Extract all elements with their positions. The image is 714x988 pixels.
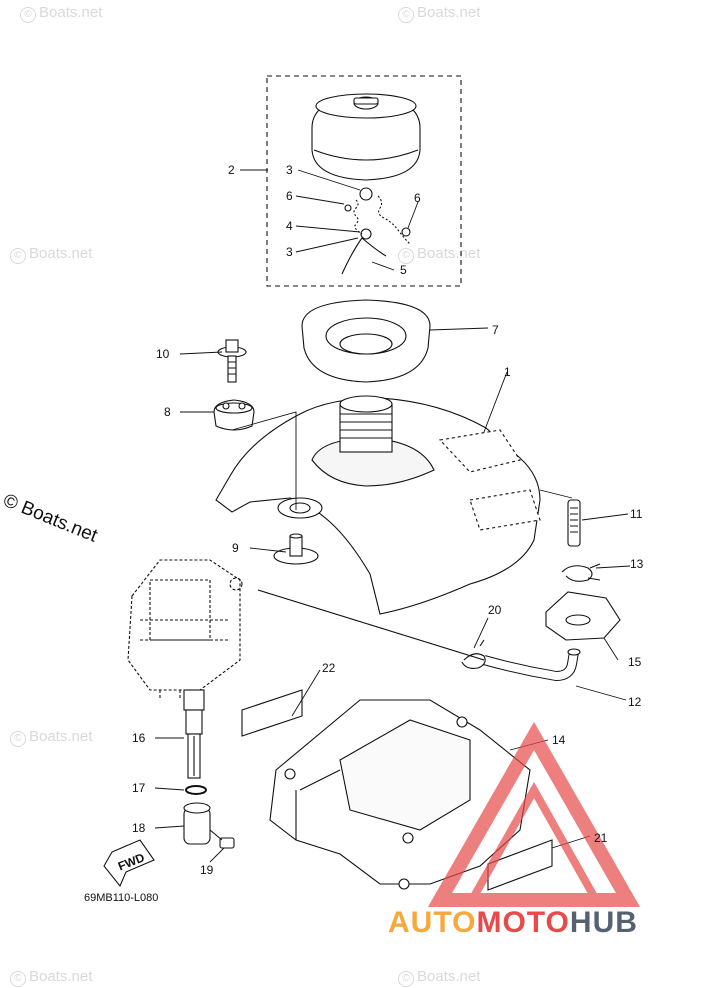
watermark: ©Boats.net [398,245,480,264]
callout-9: 9 [232,541,239,555]
callout-1: 1 [504,365,511,379]
fwd-arrow [103,839,155,888]
label-21 [487,839,553,891]
fuel-line [257,589,485,661]
callout-22: 22 [322,661,336,675]
callout-3b: 3 [286,245,293,259]
callout-5: 5 [400,263,407,277]
filter-bracket [545,591,621,641]
callout-2: 2 [228,163,235,177]
callout-20: 20 [488,603,502,617]
leader-lines [154,169,631,863]
vent-grommet [213,399,255,431]
callout-8: 8 [164,405,171,419]
watermark: ©Boats.net [10,968,92,987]
part-code: 69MB110-L080 [84,892,159,904]
callout-7: 7 [492,323,499,337]
callout-10: 10 [156,347,170,361]
watermark: ©Boats.net [398,4,480,23]
hose-clip-20 [461,639,486,669]
fuel-filter [567,499,581,547]
brand-logo-text: AUTOMOTOHUB [388,906,638,939]
callout-12: 12 [628,695,642,709]
callout-21: 21 [594,831,608,845]
screw-part [209,829,235,849]
callout-6b: 6 [414,191,421,205]
brand-triangle-logo [427,721,641,907]
fuel-tank [215,395,541,615]
choke-rod [183,689,205,779]
watermark: ©Boats.net [10,728,92,747]
callout-17: 17 [132,781,146,795]
bolt-part [217,339,247,383]
callout-6a: 6 [286,189,293,203]
callout-4: 4 [286,219,293,233]
callout-13: 13 [630,557,644,571]
callout-18: 18 [132,821,146,835]
callout-16: 16 [132,731,146,745]
fuel-cap [311,93,421,181]
callout-19: 19 [200,863,214,877]
watermark: ©Boats.net [20,4,102,23]
knob-collar [183,802,211,845]
watermark: ©Boats.net [398,968,480,987]
filler-gasket [301,299,431,383]
hose-clip [561,563,601,582]
watermark: ©Boats.net [10,245,92,264]
collar-part [273,533,319,565]
cap-chain [341,187,411,275]
cap-assembly-box [266,75,462,287]
carburetor [127,559,243,700]
callout-15: 15 [628,655,642,669]
callout-11: 11 [630,507,643,521]
bottom-cover [269,699,531,890]
label-22 [241,689,303,737]
callout-14: 14 [552,733,566,747]
o-ring [185,785,207,795]
callout-3a: 3 [286,163,293,177]
